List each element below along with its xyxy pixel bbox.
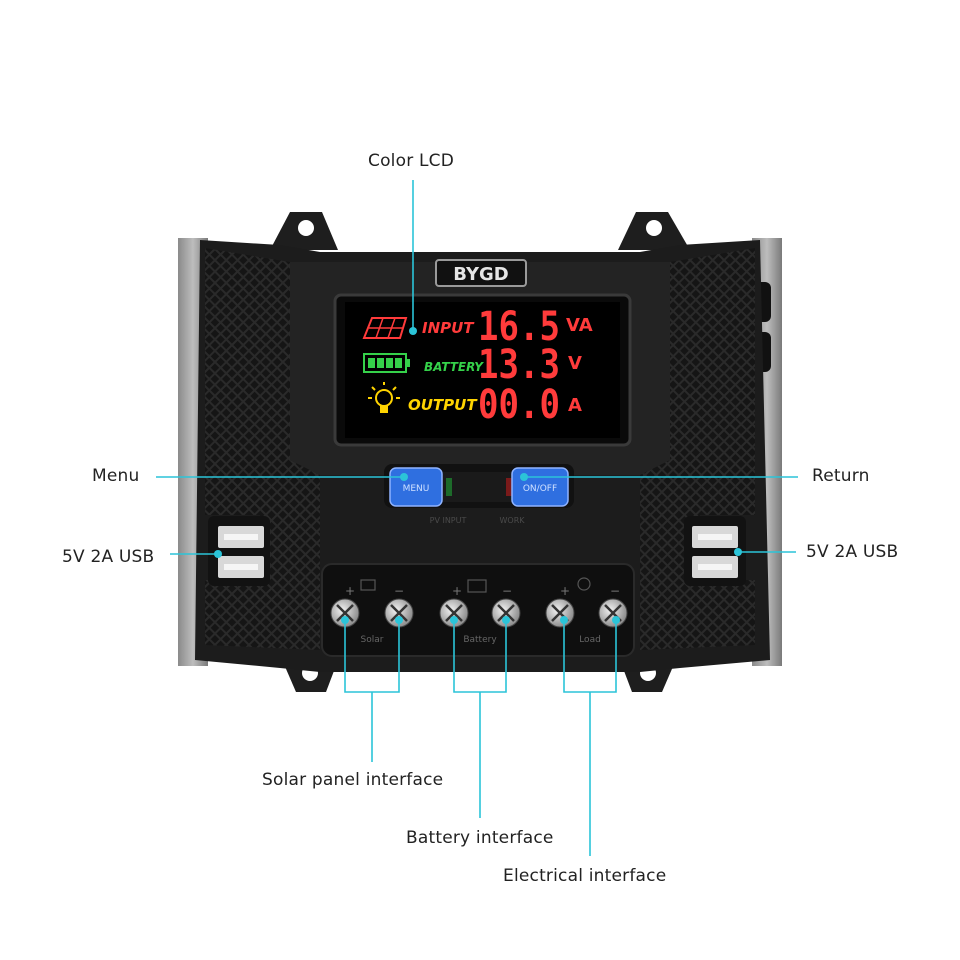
lcd-input-unit: VA xyxy=(566,315,593,336)
left-grip xyxy=(205,248,320,650)
lcd-output-value: 00.0 xyxy=(478,382,560,428)
callout-usb-right: 5V 2A USB xyxy=(806,542,899,562)
battery-level-icon xyxy=(363,353,410,373)
callout-usb-left: 5V 2A USB xyxy=(62,547,155,567)
lcd-battery-unit: V xyxy=(568,353,582,374)
brand-text: BYGD xyxy=(453,264,509,285)
lcd-output-unit: A xyxy=(568,395,582,416)
callout-battery: Battery interface xyxy=(406,828,554,848)
terminal-block: + − + − + − Solar Battery Load xyxy=(321,563,635,657)
menu-button[interactable]: MENU xyxy=(389,467,443,507)
brand-badge: BYGD xyxy=(435,259,527,287)
usb-ports-left xyxy=(208,516,270,586)
onoff-button-label: ON/OFF xyxy=(523,484,557,494)
solar-terminal-icon xyxy=(360,579,376,591)
load-terminal-icon xyxy=(577,577,591,591)
solar-plus-sign: + xyxy=(345,584,355,598)
pv-input-led xyxy=(446,478,452,496)
lcd-output-label: OUTPUT xyxy=(408,396,478,414)
callout-lines xyxy=(156,180,798,856)
light-bulb-icon xyxy=(368,382,400,413)
terminal-screws xyxy=(330,598,628,628)
callout-color-lcd: Color LCD xyxy=(368,151,455,171)
lcd-input-label: INPUT xyxy=(422,319,475,337)
lcd-input-value: 16.5 xyxy=(478,304,560,350)
menu-button-label: MENU xyxy=(403,484,430,494)
load-plus-sign: + xyxy=(560,584,570,598)
onoff-button[interactable]: ON/OFF xyxy=(511,467,569,507)
callout-dots xyxy=(214,327,742,624)
mount-ear-top-left xyxy=(270,212,338,250)
battery-minus-sign: − xyxy=(502,584,512,598)
callout-electrical: Electrical interface xyxy=(503,866,667,886)
solar-panel-icon xyxy=(362,317,408,339)
solar-bracket xyxy=(344,620,400,762)
pv-input-indicator-label: PV INPUT xyxy=(430,516,467,525)
battery-plus-sign: + xyxy=(452,584,462,598)
callout-menu: Menu xyxy=(92,466,140,486)
color-lcd: INPUT BATTERY OUTPUT 16.5 13.3 00.0 VA V… xyxy=(333,293,632,447)
battery-terminal-icon xyxy=(467,579,487,593)
callout-solar: Solar panel interface xyxy=(262,770,444,790)
usb-ports-right xyxy=(684,516,746,586)
solar-terminal-label: Solar xyxy=(361,635,384,645)
work-led xyxy=(506,478,512,496)
lcd-battery-label: BATTERY xyxy=(424,360,484,374)
mount-ear-top-right xyxy=(618,212,690,250)
load-terminal-label: Load xyxy=(579,635,601,645)
battery-terminal-label: Battery xyxy=(463,635,497,645)
lcd-battery-value: 13.3 xyxy=(478,342,560,388)
work-indicator-label: WORK xyxy=(499,516,525,525)
battery-bracket xyxy=(453,620,507,818)
callout-return: Return xyxy=(812,466,870,486)
electrical-bracket xyxy=(563,620,617,856)
right-grip xyxy=(640,248,755,650)
load-minus-sign: − xyxy=(610,584,620,598)
solar-minus-sign: − xyxy=(394,584,404,598)
